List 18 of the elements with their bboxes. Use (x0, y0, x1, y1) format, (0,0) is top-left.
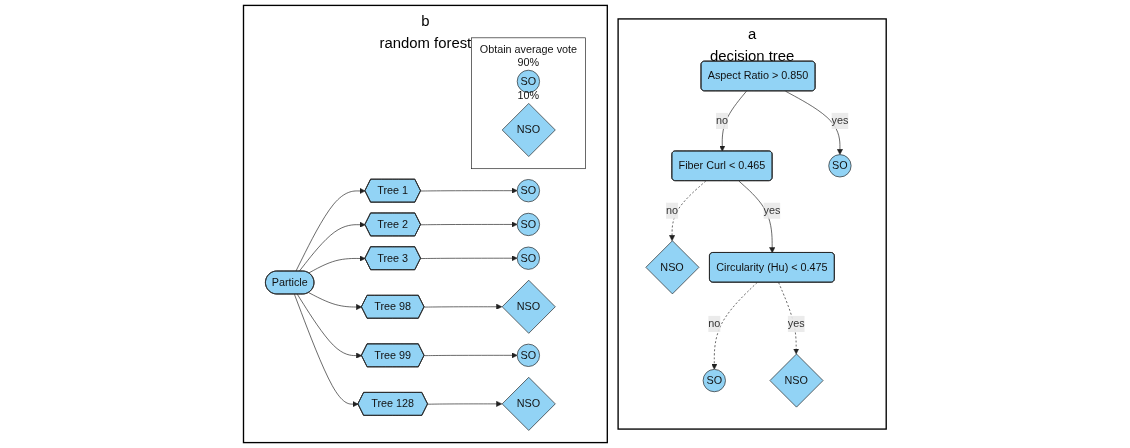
edge-label: no (666, 204, 679, 217)
node-circle: SO (517, 343, 541, 367)
node-circle: SO (517, 212, 541, 236)
node-diamond: NSO (501, 376, 556, 431)
edge-label: no (716, 114, 729, 127)
node-diamond: NSO (501, 103, 556, 157)
percentage-label: 90% (517, 56, 540, 69)
node-circle: SO (828, 154, 852, 178)
node-diamond: NSO (645, 240, 700, 295)
edge-label: yes (831, 114, 849, 127)
node-diamond: NSO (769, 353, 824, 408)
node-circle: SO (702, 369, 726, 393)
node-diamond: NSO (501, 279, 556, 334)
node-circle: SO (517, 246, 541, 270)
edge-label: yes (763, 204, 781, 217)
edge-label: yes (787, 317, 805, 330)
node-circle: SO (517, 179, 541, 203)
edge-label: no (708, 317, 721, 330)
